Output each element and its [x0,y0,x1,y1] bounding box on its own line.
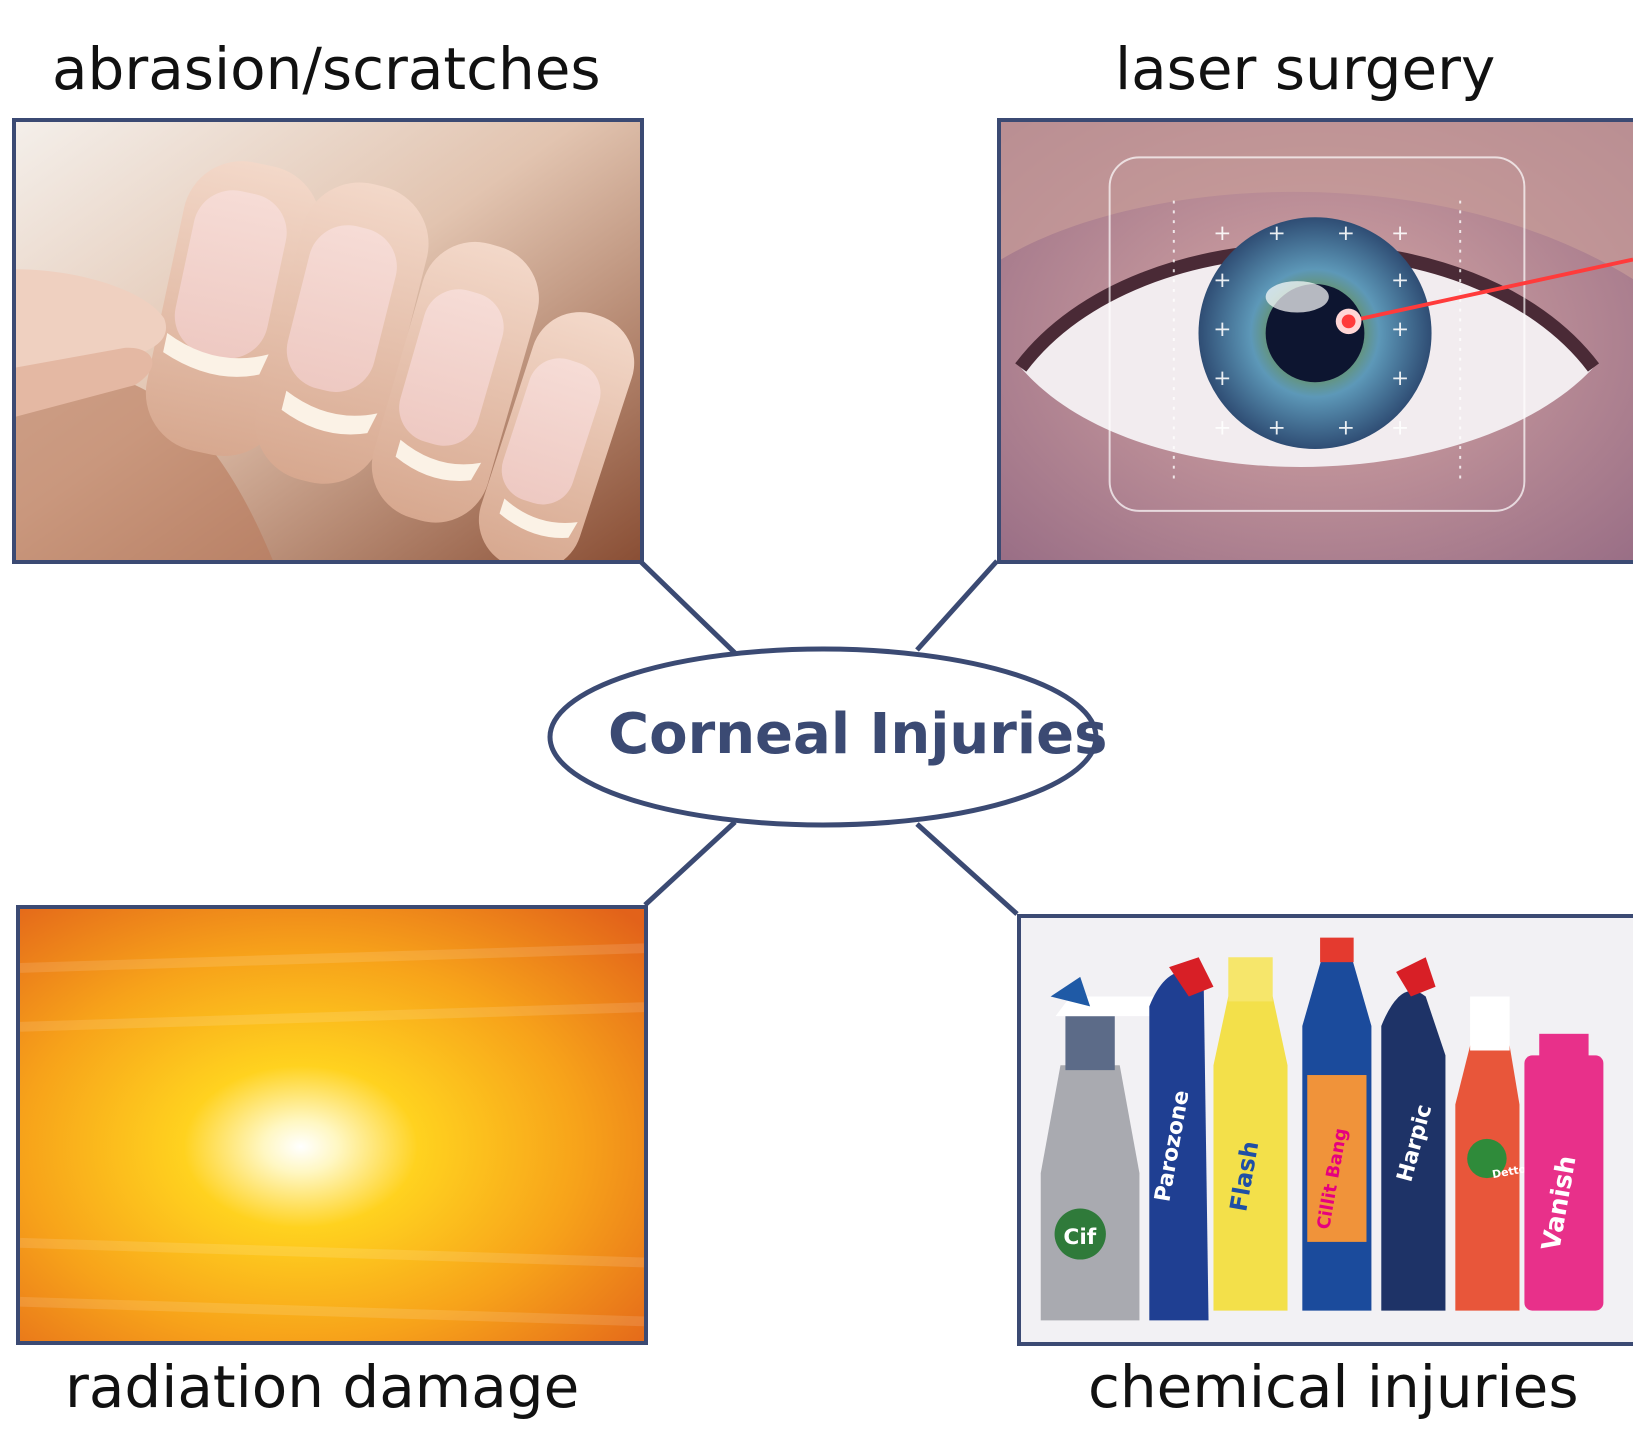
connector-top-left [640,561,735,653]
center-label: Corneal Injuries [608,702,1107,767]
label-radiation-damage: radiation damage [65,1358,579,1416]
svg-text:+: + [1213,221,1231,246]
image-fingernails [12,118,644,564]
svg-text:+: + [1268,221,1286,246]
svg-text:+: + [1213,415,1231,440]
label-laser-surgery: laser surgery [1115,40,1495,98]
image-sun [16,905,648,1345]
svg-text:+: + [1337,415,1355,440]
connector-bottom-right [917,824,1017,914]
image-laser-eye: + + + + + + + + + + + + + + [997,118,1633,564]
product-label-cif: Cif [1063,1225,1096,1250]
svg-text:+: + [1213,366,1231,391]
label-chemical-injuries: chemical injuries [1088,1358,1579,1416]
connector-top-right [917,561,997,650]
bottle-vanish: Vanish [1524,1034,1603,1311]
svg-text:+: + [1391,268,1409,293]
svg-text:+: + [1213,268,1231,293]
svg-text:+: + [1391,366,1409,391]
svg-text:+: + [1337,221,1355,246]
connector-bottom-left [645,822,735,905]
svg-text:+: + [1391,221,1409,246]
svg-text:+: + [1391,415,1409,440]
svg-text:+: + [1268,415,1286,440]
image-cleaning-products: Cif Parozone Flash Cillit Bang Harpic [1017,914,1633,1346]
bottle-cillit-bang: Cillit Bang [1302,938,1371,1311]
bottle-parozone: Parozone [1149,957,1213,1320]
svg-text:+: + [1391,317,1409,342]
svg-text:+: + [1213,317,1231,342]
label-abrasion: abrasion/scratches [52,40,601,98]
